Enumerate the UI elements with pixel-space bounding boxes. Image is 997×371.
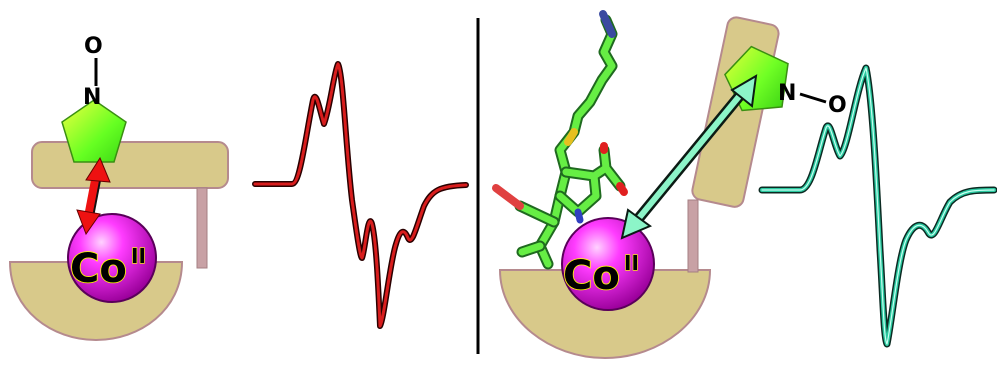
ligand-stick-model (492, 10, 628, 270)
left-nitroxide-ring (61, 99, 127, 163)
left-cobalt-symbol: Co (70, 246, 127, 292)
left-panel: Co II N O (8, 34, 469, 342)
right-nitrogen-label: N (778, 81, 796, 106)
left-top-plate (31, 141, 229, 189)
right-tilted-plate (691, 16, 780, 208)
left-distance-arrow (76, 156, 111, 236)
right-pillar (687, 199, 699, 273)
right-oxygen-label: O (828, 93, 847, 118)
right-cobalt-sphere (561, 217, 655, 311)
right-cobalt-oxidation: II (624, 251, 639, 275)
right-cobalt-symbol: Co (563, 253, 620, 299)
left-cobalt-oxidation: II (131, 244, 146, 268)
left-pillar (196, 187, 208, 269)
right-no-bond (799, 92, 827, 104)
left-cobalt-sphere (67, 213, 157, 303)
left-oxygen-label: O (84, 34, 103, 59)
right-binding-cup (498, 269, 712, 360)
left-epr-spectrum (252, 61, 469, 329)
right-panel: Co II N O (492, 10, 997, 360)
left-nitrogen-label: N (83, 85, 101, 110)
right-distance-arrow (620, 74, 758, 240)
